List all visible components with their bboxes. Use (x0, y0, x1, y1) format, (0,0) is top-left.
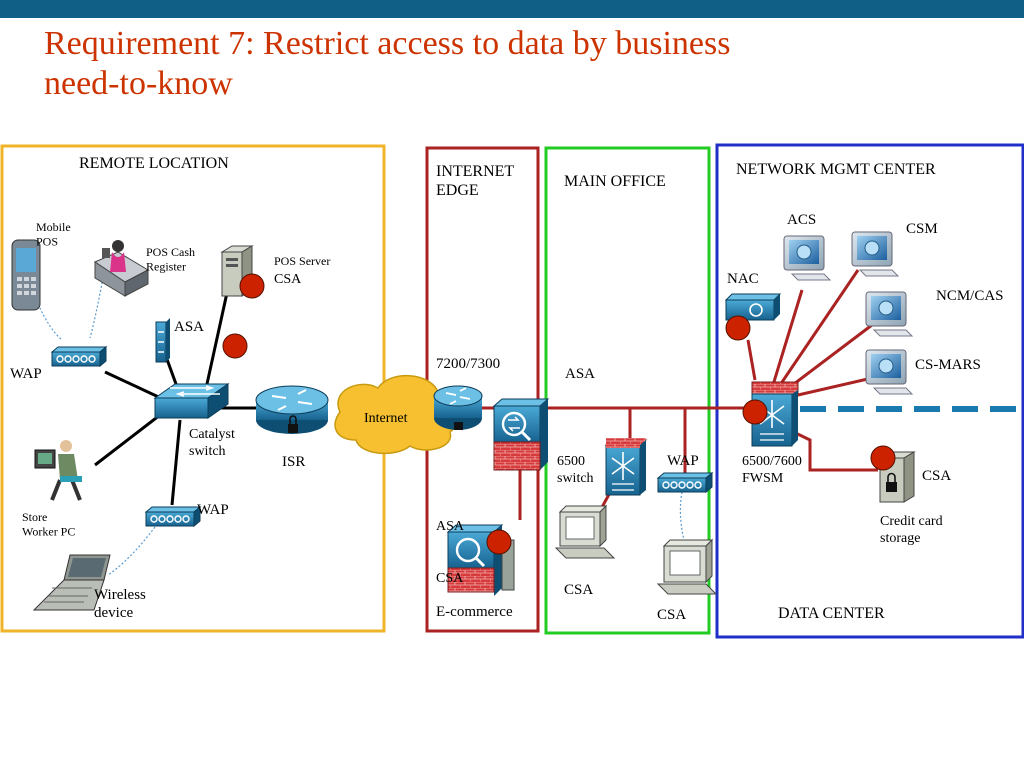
main-office-zone (544, 146, 711, 635)
mobile-pos-icon (11, 239, 41, 311)
wap-left-icon (51, 346, 107, 367)
slide-title: Requirement 7: Restrict access to data b… (44, 24, 730, 104)
data-center-label: DATA CENTER (778, 605, 885, 622)
asa-main-firewall-icon (492, 398, 550, 471)
csa-dc-label: CSA (922, 468, 951, 484)
ecommerce-label: E-commerce (436, 604, 513, 620)
network-mgmt-center-label: NETWORK MGMT CENTER (736, 161, 936, 178)
cs-mars-label: CS-MARS (915, 357, 981, 373)
title-line-2: need-to-know (44, 65, 233, 102)
pos-cash-register-icon (93, 240, 150, 297)
ncm-cas-server-icon (865, 291, 913, 337)
ncm-cas-label: NCM/CAS (936, 288, 1004, 304)
top-banner (0, 0, 1024, 18)
store-worker-pc-icon (34, 440, 82, 501)
credit-card-csa-dot (870, 445, 896, 471)
wireless-device-laptop-icon (32, 554, 111, 611)
pos-server-csa-label: CSA (274, 272, 302, 287)
pos-server-label: POS Server (274, 254, 330, 268)
wap-left-label: WAP (10, 366, 42, 382)
main-office-label: MAIN OFFICE (564, 173, 666, 190)
asa-remote-label: ASA (174, 319, 204, 335)
catalyst-switch-icon (153, 383, 230, 419)
main-office-pc-2-icon (656, 538, 718, 595)
internet-cloud-icon (334, 375, 461, 455)
csa-main-1-label: CSA (564, 582, 593, 598)
title-line-1: Requirement 7: Restrict access to data b… (44, 25, 731, 62)
isr-label: ISR (282, 454, 305, 470)
asa-main-label: ASA (565, 366, 595, 382)
switch-6500-icon (604, 438, 648, 496)
asa-remote-icon (155, 318, 170, 363)
wireless-links (37, 277, 685, 576)
wap-main-label: WAP (667, 453, 699, 469)
cs-mars-server-icon (865, 349, 913, 395)
wap-main-office-icon (657, 472, 713, 493)
nac-csa-dot (725, 315, 751, 341)
nac-appliance-icon (724, 293, 782, 321)
fwsm-csa-dot (742, 399, 768, 425)
pos-server-csa-dot (239, 273, 265, 299)
csm-label: CSM (906, 221, 938, 237)
acs-server-icon (783, 235, 831, 281)
internet-label: Internet (364, 411, 408, 426)
acs-label: ACS (787, 212, 816, 228)
csa-ecommerce-label: CSA (436, 571, 464, 586)
csa-main-2-label: CSA (657, 607, 686, 623)
asa-remote-csa-dot (222, 333, 248, 359)
asa-ecommerce-label: ASA (436, 519, 465, 534)
data-center-zone (715, 143, 1024, 639)
ecommerce-csa-dot (486, 529, 512, 555)
wap-remote-bottom-label: WAP (197, 502, 229, 518)
main-office-pc-1-icon (554, 504, 616, 559)
edge-router-7200-icon (433, 385, 483, 430)
wap-remote-bottom-icon (145, 506, 201, 527)
remote-location-label: REMOTE LOCATION (79, 155, 229, 172)
csm-server-icon (851, 231, 899, 277)
isr-router-icon (255, 385, 329, 434)
nac-label: NAC (727, 271, 759, 287)
router-7200-label: 7200/7300 (436, 356, 500, 372)
